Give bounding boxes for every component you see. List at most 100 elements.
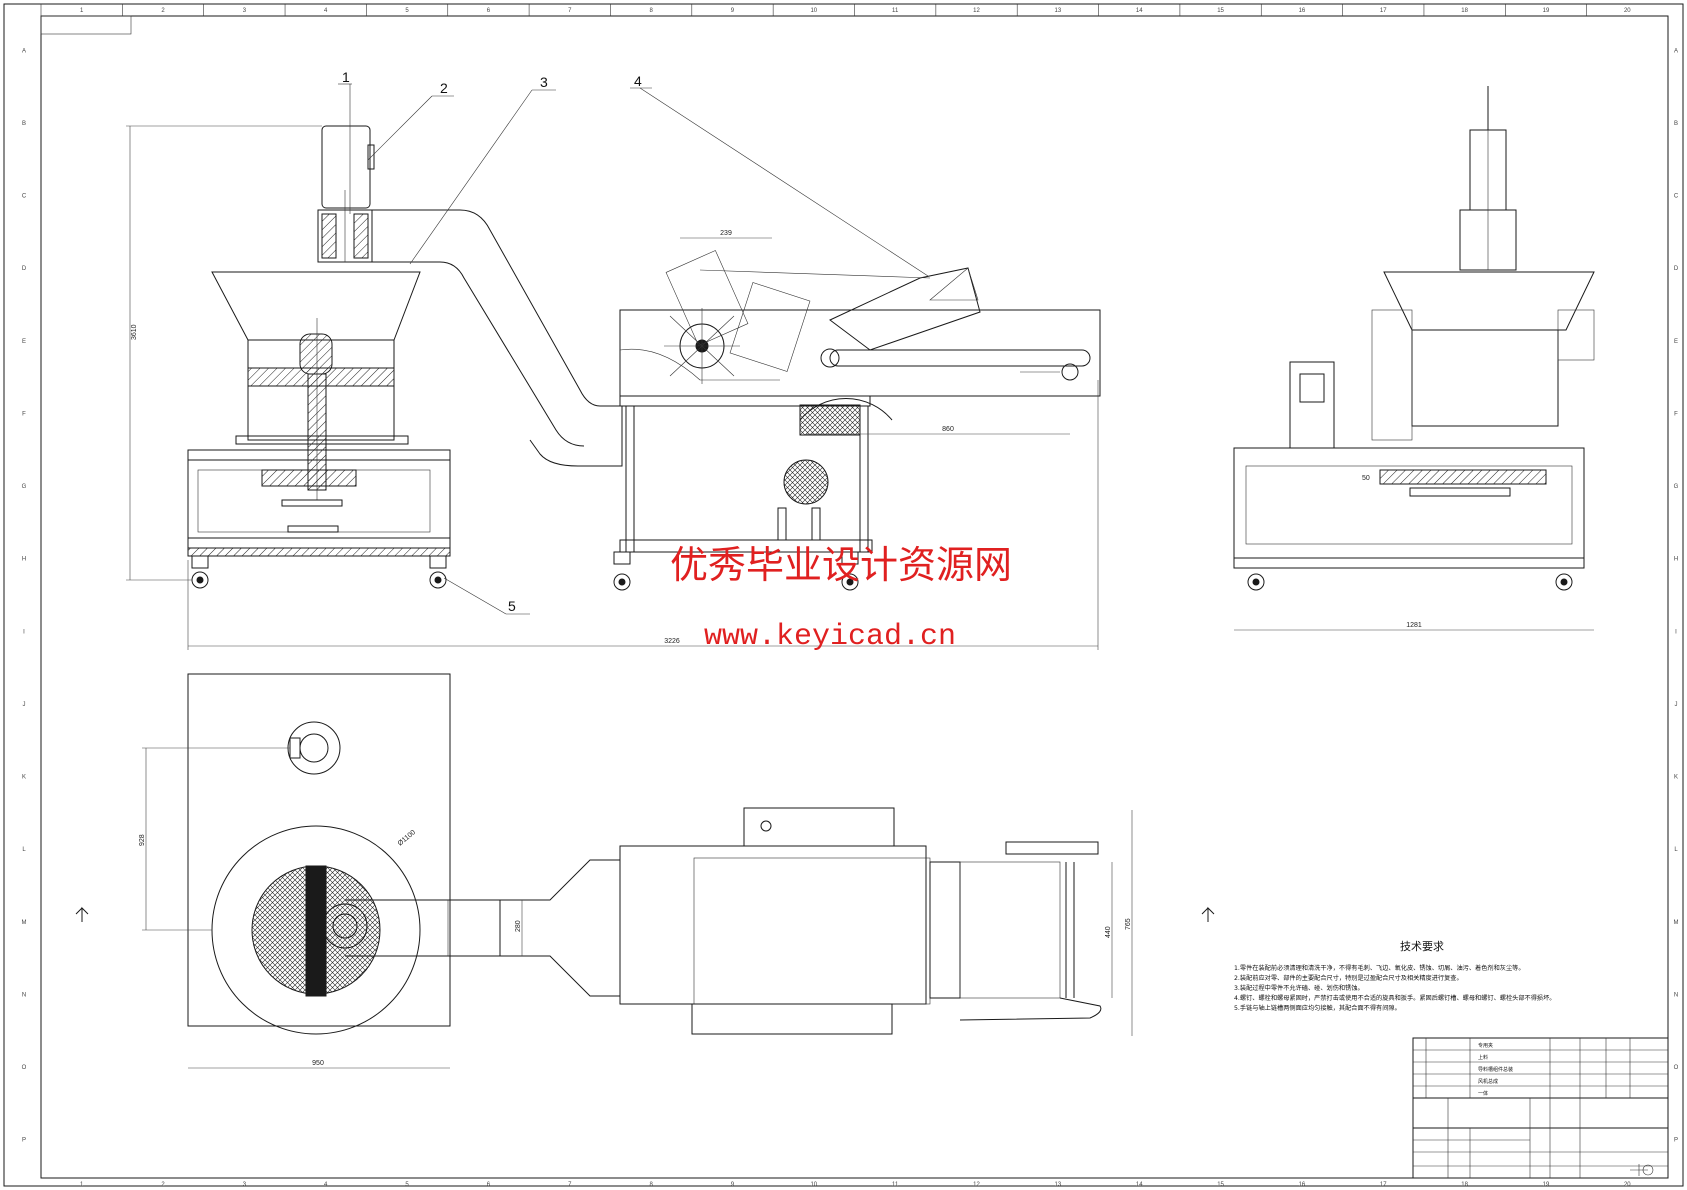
grid-row-letter: I: [23, 629, 25, 635]
title-block-row: 风机总成: [1478, 1078, 1498, 1085]
grid-col-number: 6: [487, 1182, 491, 1188]
watermark-title: 优秀毕业设计资源网: [670, 543, 1012, 587]
grid-col-number: 20: [1624, 8, 1631, 14]
grid-row-letter: O: [22, 1065, 27, 1071]
cutter-assembly: 239 860 3226: [187, 230, 1101, 650]
grid-col-number: 1: [80, 1182, 84, 1188]
title-block-row: 专用夹: [1478, 1042, 1493, 1049]
tech-req-item: 2.装配前应对零、部件的主要配合尺寸，特别是过盈配合尺寸及相关精度进行复查。: [1234, 974, 1463, 982]
grid-col-number: 17: [1380, 8, 1387, 14]
dim-cutter-span: 239: [720, 230, 732, 237]
dim-end-width: 1281: [1406, 622, 1422, 629]
plan-frame: [187, 673, 451, 1027]
grid-row-letter: H: [22, 557, 26, 563]
grid-col-number: 19: [1543, 1182, 1550, 1188]
control-box: [1289, 361, 1335, 449]
grid-row-letter: L: [22, 847, 26, 853]
grid-row-letter: K: [1674, 775, 1678, 781]
grid-col-number: 10: [810, 8, 817, 14]
grid-row-letter: H: [1674, 557, 1678, 563]
grid-col-number: 6: [487, 8, 491, 14]
tech-req-item: 1.零件在装配前必须清理和清洗干净，不得有毛刺、飞边、氧化皮、锈蚀、切屑、油污、…: [1234, 964, 1525, 972]
grid-col-number: 5: [405, 8, 409, 14]
caster-end-left: [1247, 573, 1265, 591]
hopper: [211, 271, 421, 341]
watermark-url: www.keyicad.cn: [704, 620, 956, 654]
feed-tray: [829, 267, 981, 351]
front-view: 3610: [126, 125, 623, 589]
grid-col-number: 12: [973, 1182, 980, 1188]
tech-req-item: 4.螺钉、螺栓和螺母紧固时，严禁打击或使用不合适的旋具和扳手。紧固后螺钉槽、螺母…: [1234, 994, 1555, 1002]
technical-requirements: 技术要求 1.零件在装配前必须清理和清洗干净，不得有毛刺、飞边、氧化皮、锈蚀、切…: [1234, 940, 1555, 1012]
grid-row-letter: O: [1674, 1065, 1679, 1071]
grid-col-number: 19: [1543, 8, 1550, 14]
callout-1: 1: [342, 69, 350, 85]
grid-col-number: 11: [892, 8, 899, 14]
drive-pulley: [783, 459, 829, 505]
grid-row-letter: C: [1674, 194, 1679, 200]
grid-row-letter: C: [22, 194, 27, 200]
end-view: 1281 50: [1233, 86, 1595, 631]
grid-row-letter: J: [23, 702, 26, 708]
grid-col-number: 3: [243, 1182, 247, 1188]
callout-5: 5: [508, 598, 516, 614]
tech-req-title: 技术要求: [1400, 940, 1444, 953]
plan-conveyor-housing: [619, 845, 927, 1005]
grid-col-number: 15: [1217, 8, 1224, 14]
grid-row-letter: F: [22, 411, 26, 417]
part-callouts: 1 2 3 4 5: [338, 69, 929, 615]
grid-col-number: 4: [324, 8, 328, 14]
tech-req-item: 3.装配过程中零件不允许磕、碰、划伤和锈蚀。: [1234, 984, 1364, 992]
dim-plan-duct: 280: [515, 920, 522, 932]
grid-col-number: 13: [1055, 8, 1062, 14]
grid-row-letter: I: [1675, 629, 1677, 635]
grid-row-letter: M: [1674, 920, 1679, 926]
caster-end-right: [1555, 573, 1573, 591]
grid-col-number: 14: [1136, 8, 1143, 14]
grid-row-letter: D: [22, 266, 27, 272]
grid-row-letter: A: [22, 48, 26, 54]
grid-row-letter: G: [22, 484, 27, 490]
dim-total-length: 3226: [664, 638, 680, 645]
grid-row-letter: L: [1674, 847, 1678, 853]
grid-col-number: 12: [973, 8, 980, 14]
callout-2: 2: [440, 80, 448, 96]
title-block-row: 导料槽组件总装: [1478, 1066, 1513, 1073]
title-block-row: 上料: [1478, 1054, 1488, 1061]
grid-reference-marks: 1122334455667788991010111112121313141415…: [22, 4, 1679, 1188]
cutter-housing: [619, 309, 1101, 397]
dim-end-height: 50: [1362, 475, 1370, 482]
grid-col-number: 2: [161, 1182, 165, 1188]
grid-col-number: 17: [1380, 1182, 1387, 1188]
grid-row-letter: P: [1674, 1138, 1678, 1144]
grid-col-number: 16: [1299, 8, 1306, 14]
grid-row-letter: J: [1675, 702, 1678, 708]
grid-row-letter: B: [1674, 121, 1678, 127]
grid-col-number: 3: [243, 8, 247, 14]
grid-row-letter: E: [22, 339, 26, 345]
grid-row-letter: G: [1674, 484, 1679, 490]
cutter-rotor: [664, 308, 740, 384]
grid-row-letter: A: [1674, 48, 1678, 54]
title-block: 专用夹 上料 导料槽组件总装 风机总成 一体: [1412, 1037, 1669, 1179]
grid-row-letter: E: [1674, 339, 1678, 345]
grid-col-number: 9: [731, 8, 735, 14]
end-hopper: [1383, 271, 1595, 331]
dim-plan-conveyor-a: 440: [1105, 926, 1112, 938]
dim-plan-width: 950: [312, 1060, 324, 1067]
grid-col-number: 8: [649, 1182, 653, 1188]
caster-mid-left: [613, 551, 631, 591]
dim-plan-diameter: Ø1100: [397, 829, 417, 848]
dim-plan-offset: 928: [139, 834, 146, 846]
dim-drum-offset: 860: [942, 426, 954, 433]
plan-view: 950 928 280 440 765 Ø1100: [139, 673, 1133, 1069]
conveyor-belt: [829, 349, 1091, 367]
grid-col-number: 2: [161, 8, 165, 14]
caster-left: [191, 555, 209, 589]
callout-3: 3: [540, 74, 548, 90]
grid-col-number: 5: [405, 1182, 409, 1188]
caster-mid-right: [841, 551, 859, 591]
discharge-chute: [372, 209, 623, 467]
grid-row-letter: N: [22, 992, 26, 998]
